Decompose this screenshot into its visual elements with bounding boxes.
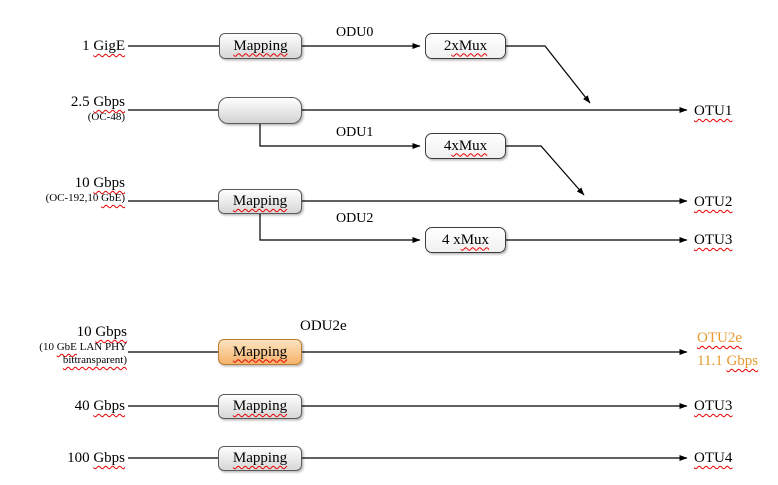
otu1-label: OTU1	[694, 103, 733, 119]
input-sublabel-lanphy-2: bittransparent)	[62, 354, 127, 366]
otu2e-label: OTU2e	[697, 330, 742, 346]
input-label-10gbe-lanphy: 10 Gbps (10 GbE LAN PHY bittransparent)	[15, 324, 127, 367]
line-4xmux-to-otu2	[506, 145, 585, 196]
mapping-box-row5: Mapping	[218, 394, 302, 419]
odu1-label: ODU1	[336, 125, 374, 140]
input-label-1gige: 1 GigE	[82, 38, 125, 54]
odu2e-label: ODU2e	[300, 318, 347, 334]
input-label-40g: 40 Gbps	[74, 398, 125, 414]
input-label-oc48: 2.5 Gbps (OC-48)	[20, 94, 125, 124]
input-sublabel-oc48: (OC-48)	[87, 111, 125, 123]
otu3-label-bottom: OTU3	[694, 398, 733, 414]
input-sublabel-oc192: (OC-192,10 GbE)	[45, 192, 125, 204]
odu2-label: ODU2	[336, 211, 374, 226]
mapping-box-row1: Mapping	[219, 33, 302, 59]
mux-box-4xmux: 4 xMux	[425, 133, 506, 159]
otu2e-rate-label: 11.1 Gbps	[697, 353, 759, 369]
mux-box-2xmux: 2 xMux	[425, 33, 506, 59]
input-label-100g: 100 Gbps	[67, 450, 125, 466]
input-sublabel-lanphy-1: (10 GbE LAN PHY	[39, 341, 127, 353]
mux-box-4x-mux: 4 x Mux	[425, 227, 506, 253]
blank-box-row2	[218, 97, 302, 124]
mapping-box-row3: Mapping	[218, 189, 302, 214]
otu2-label: OTU2	[694, 194, 733, 210]
mapping-box-row6: Mapping	[218, 446, 302, 471]
line-2xmux-to-otu1	[506, 45, 591, 104]
odu0-label: ODU0	[336, 25, 374, 40]
mapping-box-row4-orange: Mapping	[218, 339, 302, 365]
otu4-label: OTU4	[694, 450, 733, 466]
otu3-label-top: OTU3	[694, 232, 733, 248]
input-label-oc192: 10 Gbps (OC-192,10 GbE)	[13, 175, 125, 205]
